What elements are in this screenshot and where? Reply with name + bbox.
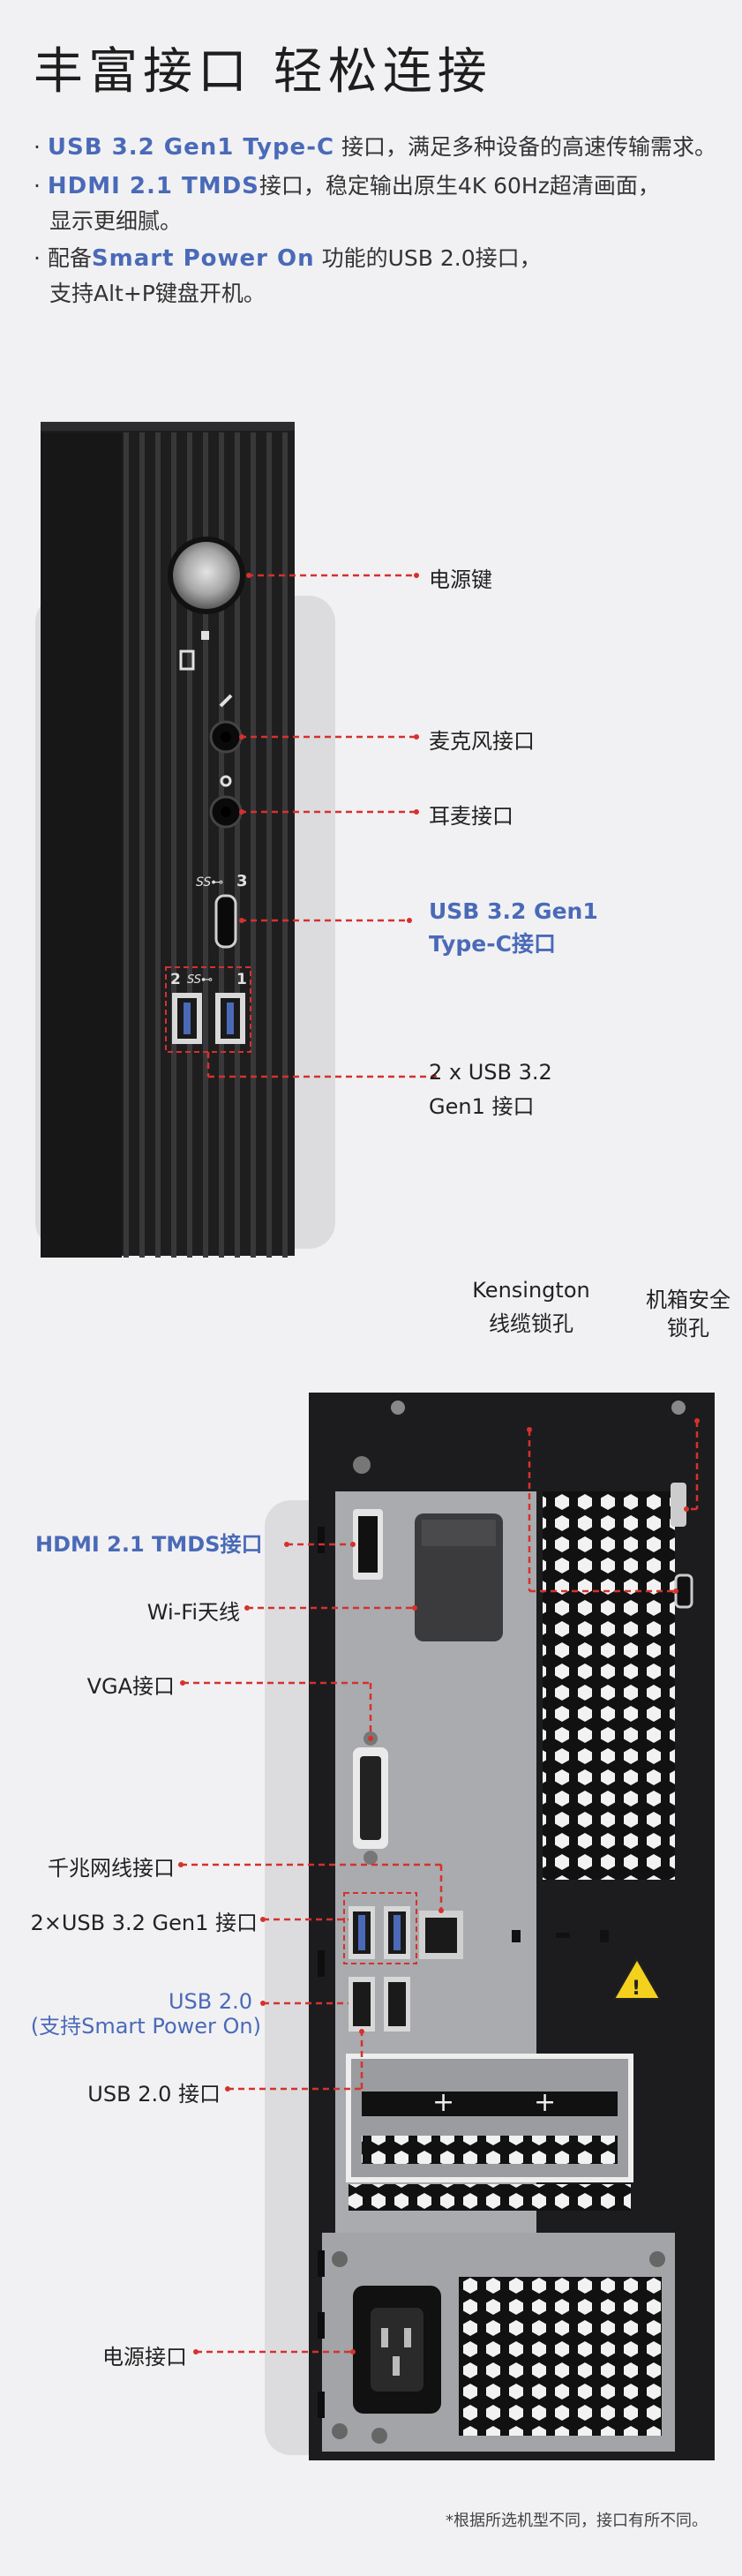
- svg-text:!: !: [632, 1978, 641, 2000]
- label-usb20: USB 2.0 接口: [87, 2082, 221, 2107]
- label-usb-c-line2: Type-C接口: [429, 931, 556, 957]
- front-panel-illustration: SS⊷ 3 2 SS⊷ 1: [35, 422, 437, 1258]
- feature-highlight-usb-c: USB 3.2 Gen1 Type-C: [47, 134, 335, 161]
- label-usb-a-line1: 2 x USB 3.2: [429, 1060, 552, 1085]
- footnote: *根据所选机型不同，接口有所不同。: [446, 2512, 708, 2530]
- feature-text-smart-power-cont: 支持Alt+P键盘开机。: [49, 281, 266, 306]
- page-title: 丰富接口 轻松连接: [34, 43, 492, 101]
- label-usb-c-line1: USB 3.2 Gen1: [429, 898, 598, 924]
- label-usb-a-line2: Gen1 接口: [429, 1094, 535, 1119]
- label-power-port: 电源接口: [102, 2345, 187, 2369]
- label-usb32: 2×USB 3.2 Gen1 接口: [30, 1911, 258, 1935]
- label-headphone-jack: 耳麦接口: [429, 804, 513, 829]
- svg-text:SS⊷: SS⊷: [196, 875, 223, 890]
- feature-bullet-smart-power: · 配备Smart Power On 功能的USB 2.0接口，: [34, 245, 542, 272]
- label-usb20-smart-line1: USB 2.0: [168, 1989, 252, 2014]
- svg-text:3: 3: [236, 872, 248, 890]
- label-hdmi: HDMI 2.1 TMDS接口: [35, 1532, 263, 1557]
- label-mic-jack: 麦克风接口: [429, 729, 535, 754]
- label-kensington-line1: Kensington: [472, 1278, 590, 1303]
- feature-prefix-smart-power: 配备: [47, 245, 92, 271]
- feature-text-usb-c: 接口，满足多种设备的高速传输需求。: [334, 134, 717, 160]
- svg-text:1: 1: [236, 971, 247, 988]
- label-chassis-lock-line2: 锁孔: [667, 1316, 709, 1341]
- label-chassis-lock-line1: 机箱安全: [646, 1288, 731, 1312]
- rear-panel-illustration: ! + +: [178, 1393, 715, 2460]
- feature-text-smart-power: 功能的USB 2.0接口，: [314, 245, 542, 271]
- label-usb20-smart-line2: (支持Smart Power On): [30, 2014, 261, 2039]
- label-power-button: 电源键: [429, 567, 492, 592]
- feature-bullet-usb-c: · USB 3.2 Gen1 Type-C 接口，满足多种设备的高速传输需求。: [34, 134, 717, 161]
- label-kensington-line2: 线缆锁孔: [489, 1311, 573, 1336]
- label-wifi: Wi-Fi天线: [146, 1600, 240, 1625]
- svg-text:SS⊷: SS⊷: [187, 973, 213, 987]
- svg-text:+: +: [432, 2087, 454, 2118]
- svg-text:+: +: [534, 2087, 556, 2118]
- svg-text:2: 2: [170, 971, 181, 988]
- feature-text-hdmi: 接口，稳定输出原生4K 60Hz超清画面，: [259, 173, 660, 199]
- feature-text-hdmi-cont: 显示更细腻。: [49, 208, 183, 234]
- label-ethernet: 千兆网线接口: [48, 1856, 175, 1881]
- feature-highlight-smart-power: Smart Power On: [91, 245, 315, 272]
- feature-bullet-hdmi: · HDMI 2.1 TMDS接口，稳定输出原生4K 60Hz超清画面，: [34, 173, 660, 199]
- feature-highlight-hdmi: HDMI 2.1 TMDS: [47, 173, 259, 199]
- label-vga: VGA接口: [86, 1674, 175, 1699]
